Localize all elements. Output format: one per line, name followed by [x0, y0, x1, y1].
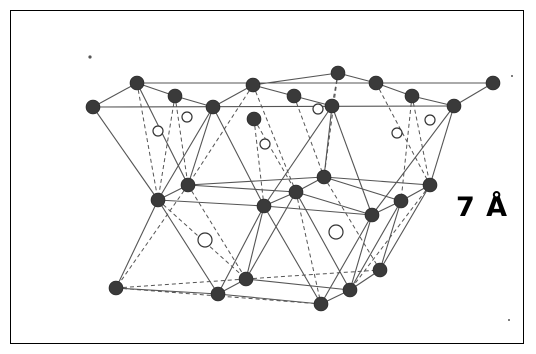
solid-bond — [157, 106, 214, 201]
dashed-bond — [245, 269, 381, 280]
solid-bond — [245, 205, 265, 280]
filled-atom — [246, 111, 262, 127]
dashed-bond — [252, 84, 297, 193]
filled-atom — [85, 99, 101, 115]
layer-thickness-label: 7 Å — [456, 192, 509, 223]
filled-atom — [245, 77, 261, 93]
dashed-bond — [115, 278, 247, 289]
dashed-bond — [115, 287, 322, 305]
filled-atom — [313, 296, 329, 312]
filled-atom — [205, 99, 221, 115]
solid-bond — [349, 214, 373, 291]
solid-bond — [323, 176, 431, 186]
solid-bond — [453, 82, 494, 107]
solid-bond — [245, 191, 297, 280]
solid-bond — [252, 72, 339, 86]
solid-bond — [349, 200, 402, 291]
solid-bond — [323, 176, 402, 202]
solid-bond — [379, 200, 402, 271]
figure-frame — [10, 10, 524, 344]
filled-atom — [108, 280, 124, 296]
filled-atom — [372, 262, 388, 278]
open-atom — [424, 114, 436, 126]
dashed-bond — [187, 84, 254, 186]
solid-bond — [187, 184, 297, 193]
solid-bond — [115, 199, 159, 289]
speck-mark — [88, 55, 92, 59]
dashed-bond — [331, 72, 339, 107]
dashed-bond — [136, 82, 159, 201]
solid-bond — [92, 82, 138, 108]
solid-bond — [217, 205, 265, 295]
open-atom — [328, 224, 344, 240]
filled-atoms — [85, 65, 501, 312]
filled-atom — [210, 286, 226, 302]
dashed-bond — [253, 118, 297, 193]
filled-atom — [446, 98, 462, 114]
dashed-bond — [323, 72, 339, 178]
dashed-bond — [323, 176, 381, 271]
filled-atom — [129, 75, 145, 91]
dashed-bond — [411, 95, 431, 186]
filled-atom — [422, 177, 438, 193]
speck-mark — [508, 319, 510, 321]
open-atom — [197, 232, 213, 248]
solid-bond — [263, 205, 322, 305]
solid-bond — [263, 205, 373, 216]
solid-bond — [187, 106, 214, 186]
solid-bond — [331, 105, 373, 216]
solid-bond — [429, 105, 455, 186]
open-atom — [152, 125, 164, 137]
dashed-bond — [349, 184, 431, 291]
filled-atom — [393, 193, 409, 209]
solid-bond — [295, 191, 373, 216]
dashed-bond — [174, 95, 189, 186]
filled-atom — [180, 177, 196, 193]
dashed-bond — [295, 191, 322, 305]
solid-bond — [157, 199, 265, 207]
specks — [88, 55, 513, 321]
solid-bond — [295, 191, 351, 291]
dashed-bond — [375, 82, 431, 186]
open-atom — [181, 111, 193, 123]
filled-atom — [364, 207, 380, 223]
filled-atom — [288, 184, 304, 200]
solid-bond — [371, 105, 455, 216]
solid-bond — [157, 199, 219, 295]
solid-bond — [212, 84, 254, 108]
filled-atom — [238, 271, 254, 287]
filled-atom — [330, 65, 346, 81]
solid-bond — [379, 184, 431, 271]
filled-atom — [368, 75, 384, 91]
filled-atom — [342, 282, 358, 298]
filled-atom — [150, 192, 166, 208]
open-atom — [312, 103, 324, 115]
solid-bond — [187, 176, 325, 186]
solid-bond — [92, 106, 159, 201]
solid-bond — [245, 278, 351, 291]
filled-atom — [256, 198, 272, 214]
open-atoms — [152, 103, 436, 248]
filled-atom — [167, 88, 183, 104]
solid-bond — [263, 105, 333, 207]
dashed-bond — [293, 95, 325, 178]
solid-bond — [92, 105, 455, 108]
solid-bond — [320, 214, 373, 305]
dashed-bond — [157, 95, 176, 201]
dashed-bond — [253, 118, 265, 207]
speck-mark — [511, 75, 513, 77]
filled-atom — [324, 98, 340, 114]
open-atom — [391, 127, 403, 139]
filled-atom — [485, 75, 501, 91]
filled-atom — [286, 88, 302, 104]
open-atom — [259, 138, 271, 150]
filled-atom — [316, 169, 332, 185]
solid-bond — [217, 293, 322, 305]
filled-atom — [404, 88, 420, 104]
dashed-bond — [400, 95, 413, 202]
dashed-bond — [187, 184, 247, 280]
